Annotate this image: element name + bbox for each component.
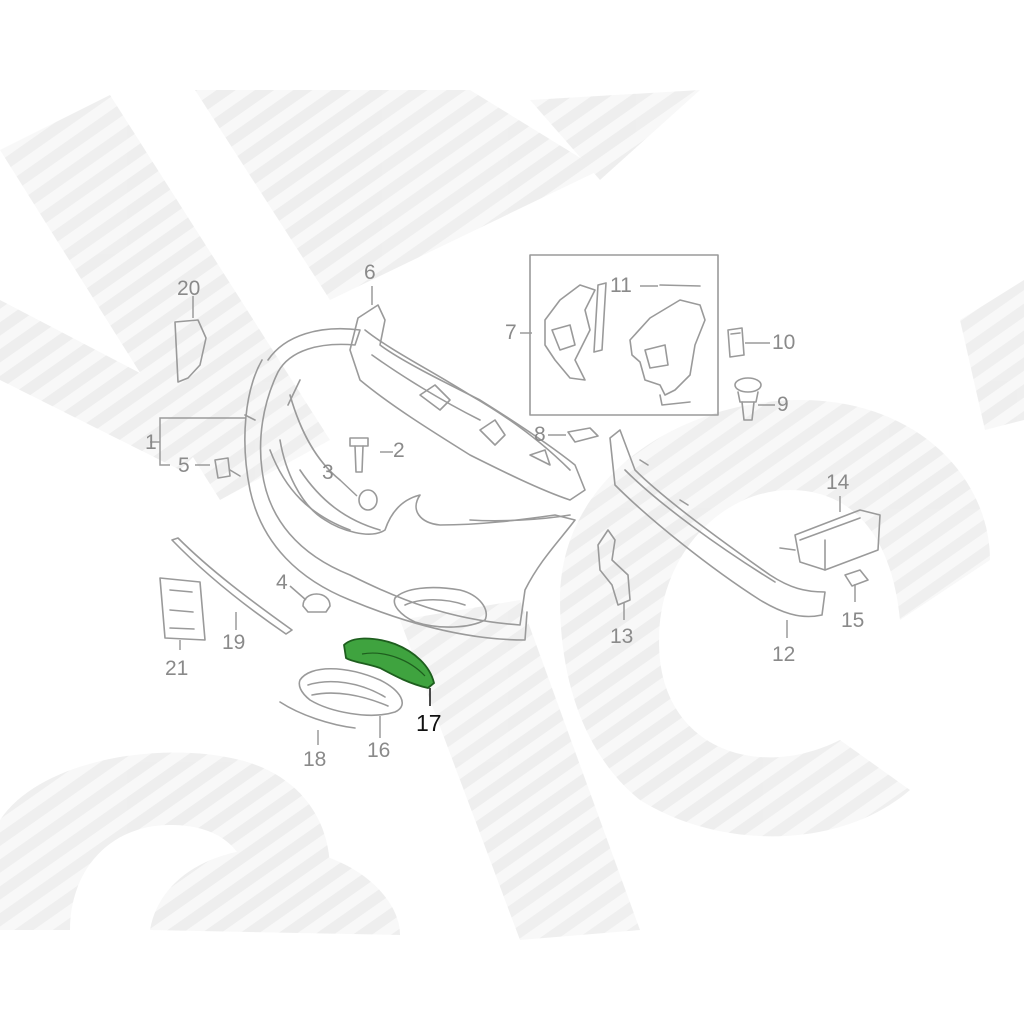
part-7-brackets [544, 282, 706, 406]
callout-21[interactable]: 21 [165, 657, 189, 680]
part-6-upper-support [349, 304, 586, 501]
part-8-bracket [567, 427, 599, 443]
part-17-highlighted[interactable] [343, 637, 436, 689]
callout-2[interactable]: 2 [393, 439, 405, 462]
part-2-bolt [349, 437, 369, 473]
callout-19[interactable]: 19 [222, 631, 246, 654]
callout-20[interactable]: 20 [177, 277, 201, 300]
callout-10[interactable]: 10 [772, 331, 796, 354]
callout-18[interactable]: 18 [303, 748, 327, 771]
part-14-crash-box [779, 509, 881, 571]
part-15-bracket [844, 569, 869, 587]
callout-16[interactable]: 16 [367, 739, 391, 762]
watermark [0, 90, 1024, 940]
callout-5[interactable]: 5 [178, 454, 190, 477]
callout-7[interactable]: 7 [505, 321, 517, 344]
part-3-nut [358, 489, 378, 511]
callout-14[interactable]: 14 [826, 471, 850, 494]
callout-13[interactable]: 13 [610, 625, 634, 648]
part-10-clip [727, 327, 745, 358]
part-5-sensor [214, 457, 241, 479]
part-19-strip [171, 537, 293, 635]
callout-17[interactable]: 17 [416, 710, 442, 736]
part-16-grille [298, 667, 403, 717]
part-4-cap [302, 593, 331, 613]
part-20-bracket [174, 319, 207, 383]
part-18-strip [279, 701, 356, 729]
callout-11[interactable]: 11 [610, 274, 632, 297]
callout-9[interactable]: 9 [777, 393, 789, 416]
parts-lines [159, 254, 881, 729]
part-12-reinforcement [609, 429, 826, 618]
part-21-plate [159, 577, 206, 641]
callout-12[interactable]: 12 [772, 643, 796, 666]
leader-lines [150, 285, 856, 745]
callout-8[interactable]: 8 [534, 423, 546, 446]
part-13-bracket [597, 529, 631, 606]
callout-4[interactable]: 4 [276, 571, 288, 594]
part-1-bumper-cover [244, 327, 576, 641]
part-7-group-box [529, 254, 719, 416]
callout-3[interactable]: 3 [322, 461, 334, 484]
part-9-push-pin [734, 377, 762, 421]
callout-1[interactable]: 1 [145, 431, 157, 454]
callout-6[interactable]: 6 [364, 261, 376, 284]
callout-15[interactable]: 15 [841, 609, 865, 632]
